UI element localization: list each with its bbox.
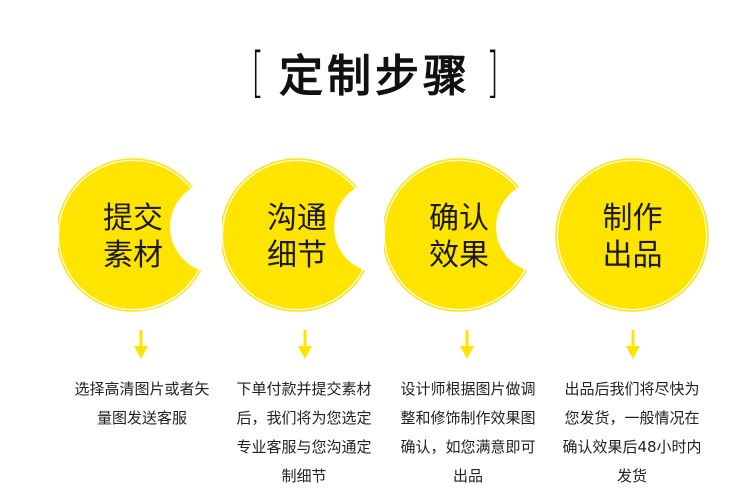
step-1-label-line1: 提交 (103, 201, 163, 236)
crescent-circle-icon (555, 158, 709, 312)
step-1: 提交 素材 选择高清图片或者矢量图发送客服 (58, 155, 223, 497)
step-3: 确认 效果 设计师根据图片做调整和修饰制作效果图确认，如您满意即可出品 (384, 155, 549, 497)
step-2-label-line2: 细节 (267, 238, 327, 273)
step-4-label: 制作 出品 (550, 200, 715, 274)
step-3-label-line2: 效果 (429, 238, 489, 273)
step-4: 制作 出品 出品后我们将尽快为您发货，一般情况在确认效果后48小时内发货 (550, 155, 715, 497)
step-4-badge: 制作 出品 (550, 155, 715, 320)
step-3-label: 确认 效果 (384, 200, 534, 274)
step-1-label-line2: 素材 (103, 238, 163, 273)
title-bracket-left: [ (251, 40, 264, 104)
step-4-label-line1: 制作 (602, 201, 663, 236)
title-bracket-right: ] (486, 40, 499, 104)
step-1-description: 选择高清图片或者矢量图发送客服 (74, 380, 210, 427)
step-1-badge: 提交 素材 (58, 155, 223, 320)
step-2-description: 下单付款并提交素材后，我们将为您选定专业客服与您沟通定制细节 (236, 380, 372, 485)
arrow-down-icon (298, 330, 312, 359)
step-4-label-line2: 出品 (602, 238, 663, 273)
steps-row: 提交 素材 选择高清图片或者矢量图发送客服 沟通 细节 下单付款并 (0, 155, 750, 497)
step-3-description: 设计师根据图片做调整和修饰制作效果图确认，如您满意即可出品 (400, 380, 536, 485)
step-2-label-line1: 沟通 (267, 201, 327, 236)
step-1-label: 提交 素材 (58, 200, 208, 274)
step-3-label-line1: 确认 (429, 201, 489, 236)
arrow-down-icon (626, 330, 640, 359)
step-4-description: 出品后我们将尽快为您发货，一般情况在确认效果后48小时内发货 (562, 380, 702, 485)
step-2-badge: 沟通 细节 (222, 155, 387, 320)
crescent-circle-icon (222, 158, 387, 312)
crescent-circle-icon (384, 158, 549, 312)
crescent-circle-icon (58, 158, 223, 312)
step-2: 沟通 细节 下单付款并提交素材后，我们将为您选定专业客服与您沟通定制细节 (222, 155, 387, 497)
arrow-down-icon (134, 330, 148, 359)
step-2-label: 沟通 细节 (222, 200, 372, 274)
page-title: [ 定制步骤 ] (0, 40, 750, 104)
arrow-down-icon (460, 330, 474, 359)
step-3-badge: 确认 效果 (384, 155, 549, 320)
title-text: 定制步骤 (279, 51, 471, 102)
